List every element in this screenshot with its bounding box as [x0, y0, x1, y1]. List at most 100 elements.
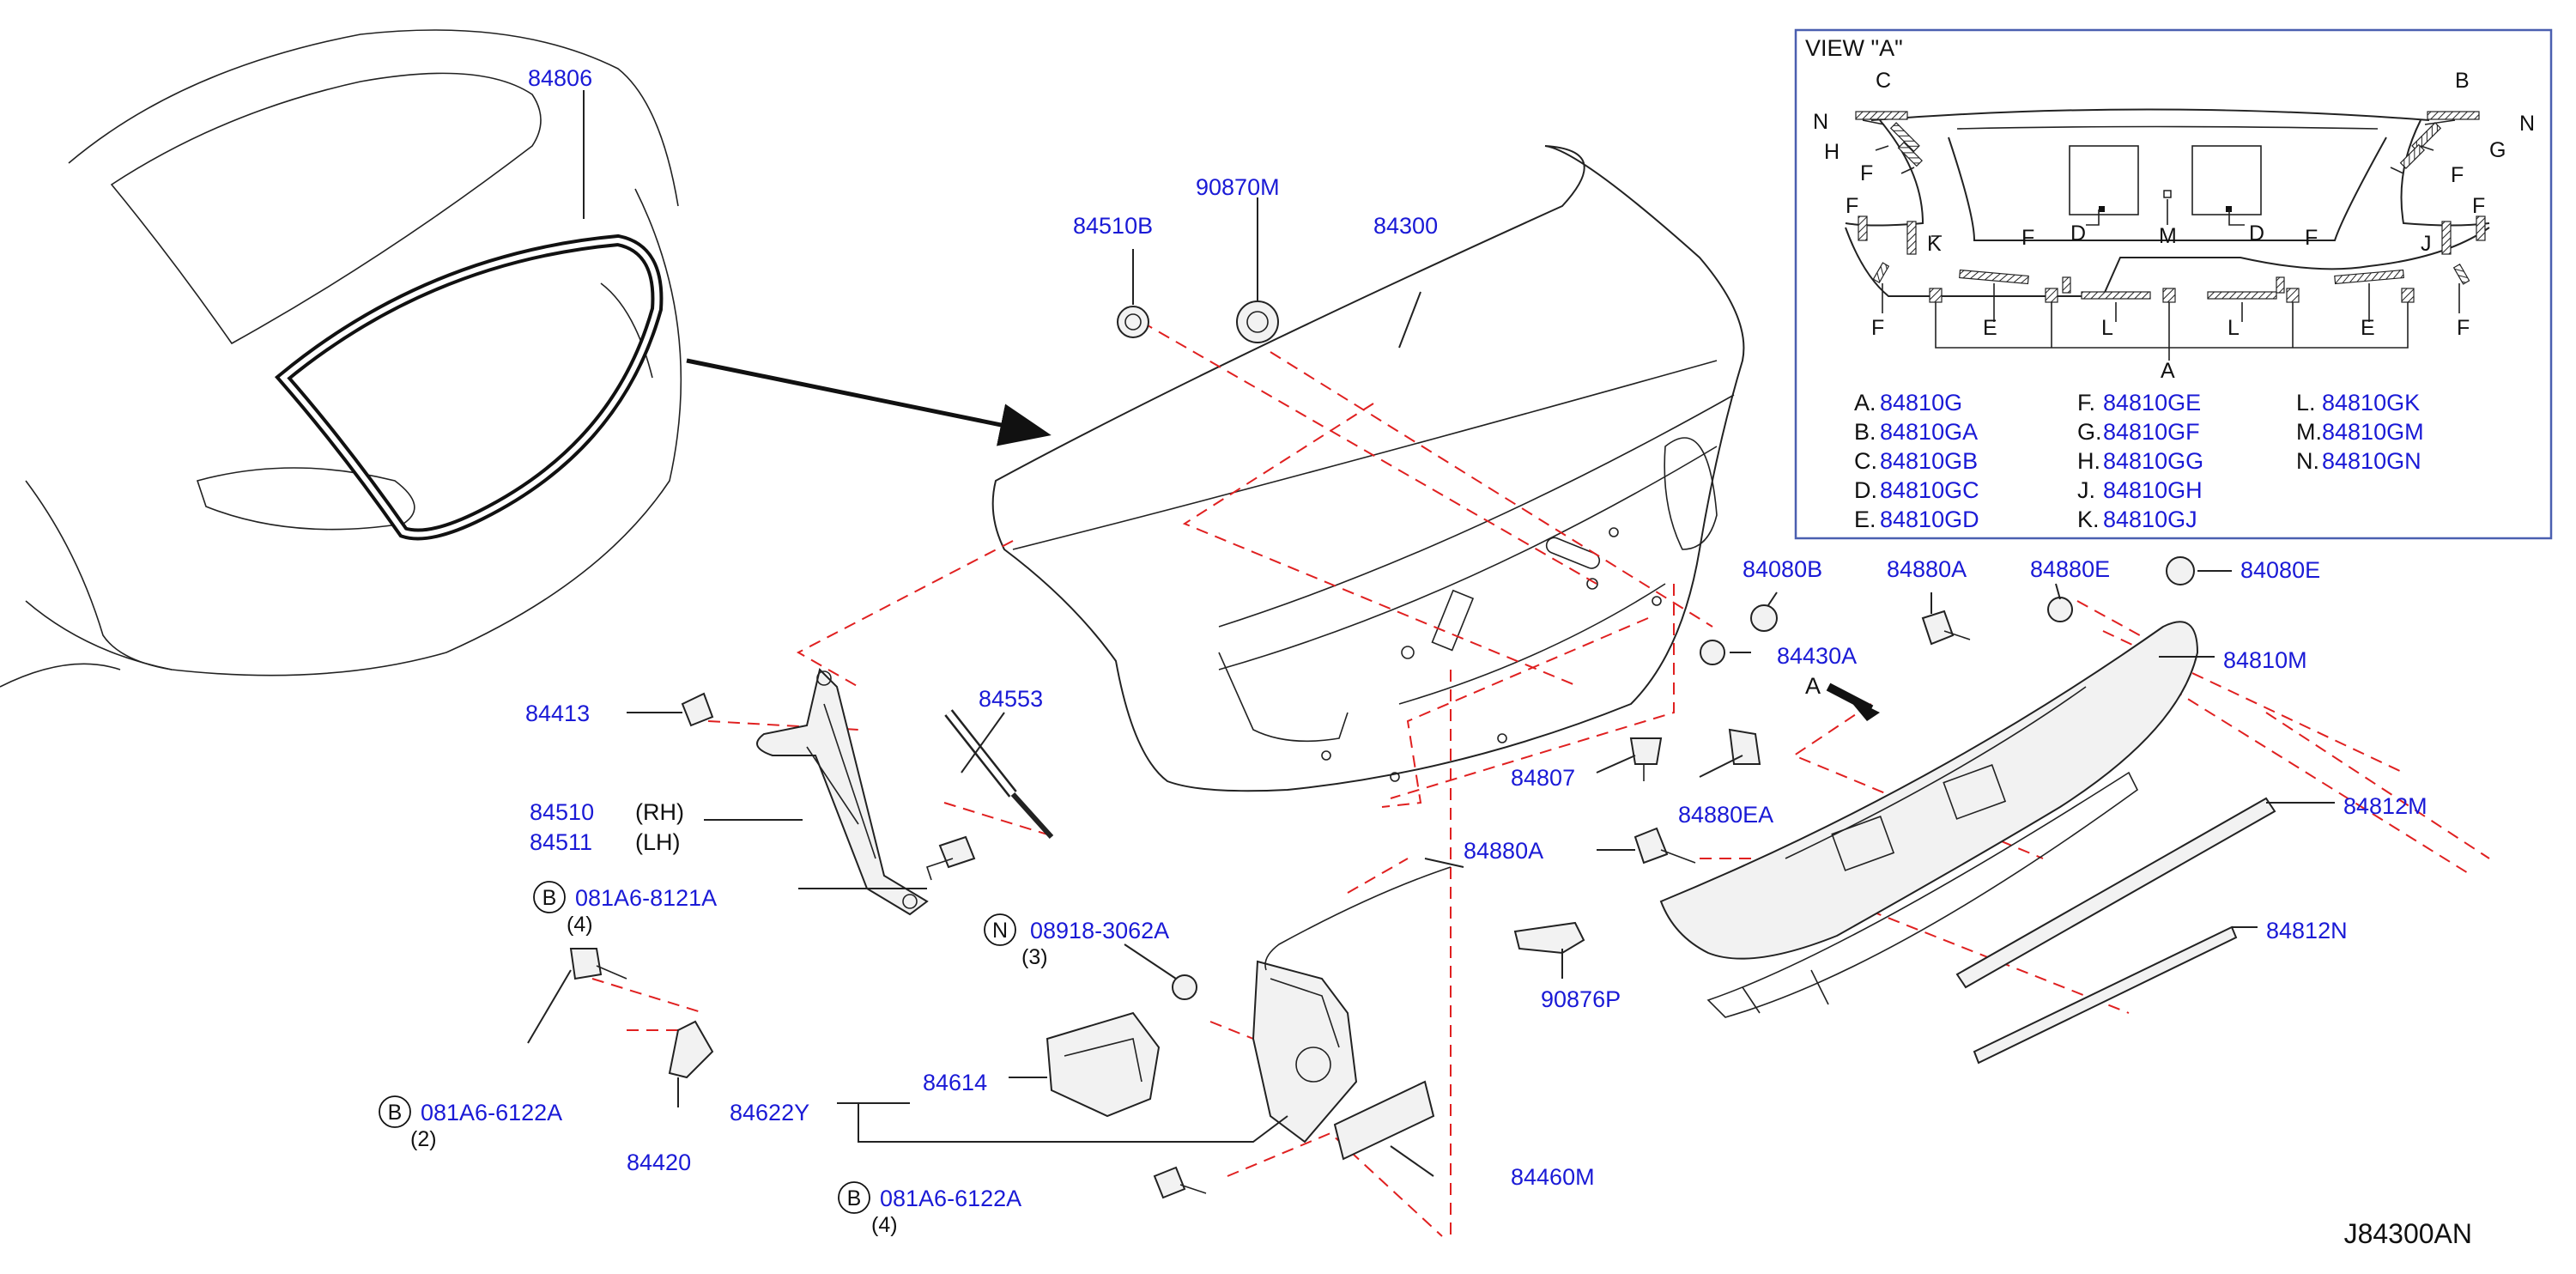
label-84622Y: 84622Y — [730, 1100, 809, 1125]
label-90876P: 90876P — [1541, 986, 1621, 1012]
car-rear-overview — [0, 29, 682, 688]
weatherstrip-84806 — [274, 234, 664, 541]
label-84806: 84806 — [528, 65, 592, 91]
view-a-inset — [1794, 28, 2553, 540]
va-letter-g: G — [2489, 138, 2506, 162]
label-qty-3: (3) — [1021, 945, 1048, 969]
nut-84080B — [1750, 604, 1778, 632]
moulding-84812N — [1973, 925, 2238, 1065]
label-84614: 84614 — [923, 1070, 987, 1095]
circle-b-3: B — [847, 1186, 862, 1210]
va-letter-h: H — [1824, 140, 1840, 164]
moulding-84812M — [1955, 797, 2276, 989]
label-84511: 84511 — [530, 829, 592, 855]
legend-part-b: 84810GA — [1880, 419, 1978, 445]
bolt-84880A-upper — [1921, 610, 1971, 646]
circle-n-1: N — [992, 919, 1008, 943]
legend-key-n: N. — [2296, 448, 2319, 474]
label-84510: 84510 — [530, 799, 594, 825]
legend-key-c: C. — [1854, 448, 1877, 474]
bolt-081A6-6122A-bottom — [1153, 1166, 1207, 1199]
label-84807: 84807 — [1511, 765, 1575, 791]
nut-90870M — [1236, 300, 1279, 343]
bolt-081A6-6122A-left — [569, 948, 627, 980]
label-84553: 84553 — [979, 686, 1043, 712]
legend-key-h: H. — [2077, 448, 2100, 474]
va-letter-f-left-top: F — [1860, 161, 1873, 185]
label-84080E: 84080E — [2240, 557, 2320, 583]
arrow-view-a — [1826, 682, 1880, 721]
label-qty-2: (2) — [410, 1127, 437, 1151]
va-letter-j: J — [2421, 232, 2432, 256]
legend-key-b: B. — [1854, 419, 1876, 445]
va-letter-c: C — [1876, 69, 1891, 93]
legend-part-h: 84810GG — [2103, 448, 2203, 474]
leader-84300 — [1398, 291, 1421, 349]
bracket-90876P — [1513, 921, 1585, 955]
cover-84614 — [1046, 1011, 1161, 1118]
legend-part-d: 84810GC — [1880, 477, 1979, 503]
clip-84413 — [681, 692, 714, 727]
callout-labels: 84806 84510B 90870M 84300 84413 84553 84… — [421, 65, 2428, 1211]
label-qty-4b: (4) — [871, 1213, 898, 1237]
label-84413: 84413 — [525, 701, 590, 726]
label-84812M: 84812M — [2343, 793, 2428, 819]
va-letter-f-right-top: F — [2451, 163, 2464, 187]
nut-08918-3062A — [1172, 974, 1197, 1000]
hinge-84510 — [756, 668, 929, 916]
legend-key-k: K. — [2077, 507, 2100, 532]
view-a-title: VIEW "A" — [1805, 35, 1903, 61]
legend-part-a: 84810G — [1880, 390, 1962, 416]
va-letter-a: A — [2161, 359, 2175, 383]
prefix-circles: B N B B — [379, 881, 1016, 1214]
overview-arrow — [686, 358, 1052, 446]
view-a-frame — [1794, 28, 2553, 540]
finisher-84810M — [1659, 621, 2199, 1018]
label-84460M: 84460M — [1511, 1164, 1595, 1190]
bolt-84880A-lower — [1633, 827, 1696, 864]
va-letter-f-left-mid: F — [1846, 194, 1858, 218]
legend-key-l: L. — [2296, 390, 2316, 416]
label-rh: (RH) — [635, 799, 684, 825]
va-letter-m: M — [2159, 224, 2177, 248]
bracket-84420 — [668, 1020, 714, 1079]
label-84080B: 84080B — [1743, 556, 1822, 582]
label-081A6-8121A: 081A6-8121A — [575, 885, 717, 911]
view-a-legend: A. 84810G B. 84810GA C. 84810GB D. 84810… — [1854, 390, 2424, 532]
legend-key-j: J. — [2077, 477, 2095, 503]
label-84880EA: 84880EA — [1678, 802, 1773, 828]
va-letter-l-right: L — [2227, 316, 2240, 340]
legend-key-a: A. — [1854, 390, 1876, 416]
va-letter-l-left: L — [2101, 316, 2113, 340]
label-081A6-6122A-bottom: 081A6-6122A — [880, 1186, 1021, 1211]
label-84810M: 84810M — [2223, 647, 2307, 673]
legend-key-d: D. — [1854, 477, 1877, 503]
trunk-lid-84300 — [991, 145, 1745, 792]
va-letter-e-left: E — [1983, 316, 1997, 340]
va-letter-n-right: N — [2519, 112, 2535, 136]
label-84430A: 84430A — [1777, 643, 1857, 669]
leader-lines — [527, 197, 2335, 1177]
va-letter-f-right-low: F — [2457, 316, 2470, 340]
legend-part-n: 84810GN — [2322, 448, 2421, 474]
label-84420: 84420 — [627, 1150, 691, 1175]
legend-part-j: 84810GH — [2103, 477, 2203, 503]
va-letter-e-right: E — [2361, 316, 2375, 340]
legend-part-c: 84810GB — [1880, 448, 1978, 474]
legend-part-g: 84810GF — [2103, 419, 2200, 445]
label-arrow-a: A — [1805, 673, 1821, 699]
latch-84622Y — [1252, 960, 1358, 1144]
legend-part-k: 84810GJ — [2103, 507, 2197, 532]
label-90870M: 90870M — [1196, 174, 1280, 200]
nut-84080E — [2166, 556, 2195, 585]
label-08918-3062A: 08918-3062A — [1030, 918, 1169, 943]
nut-84880E — [2047, 597, 2073, 622]
va-letter-b: B — [2455, 69, 2470, 93]
label-84510B: 84510B — [1073, 213, 1153, 239]
bumper-84430A — [1700, 640, 1725, 665]
circle-b-1: B — [542, 886, 557, 910]
va-letter-d-left: D — [2070, 221, 2086, 246]
clip-84880EA — [1728, 728, 1761, 765]
legend-key-e: E. — [1854, 507, 1876, 532]
